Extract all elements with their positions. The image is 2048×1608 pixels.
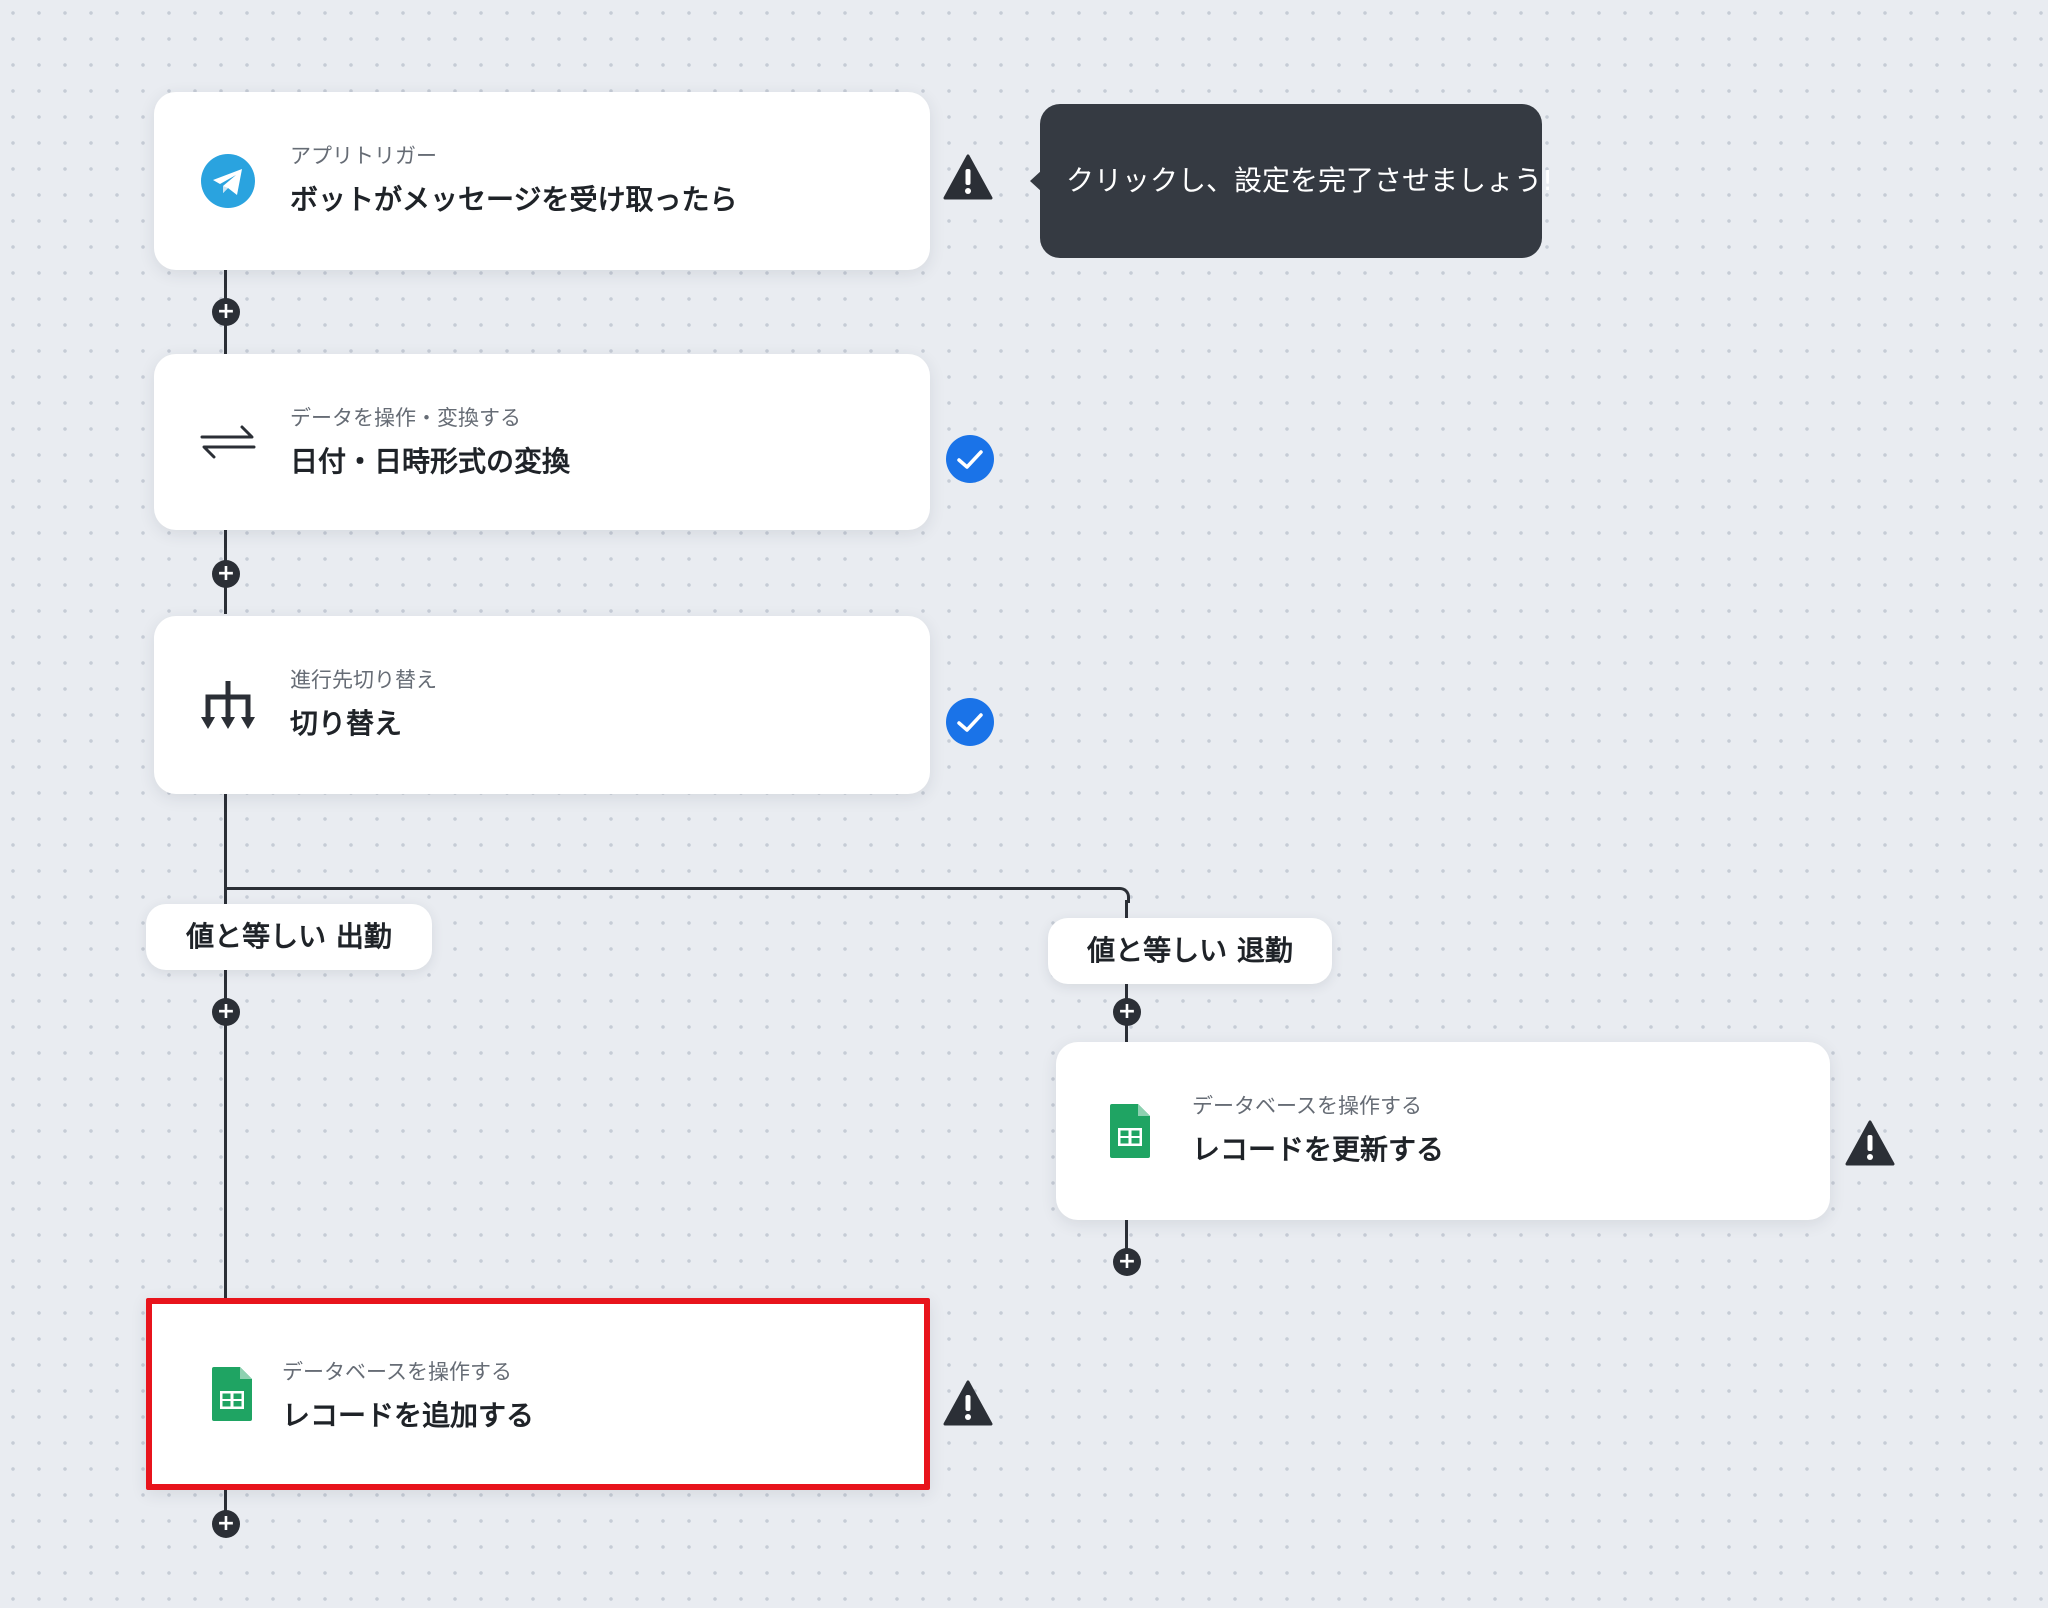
trigger-step-card[interactable]: アプリトリガー ボットがメッセージを受け取ったら bbox=[154, 92, 930, 270]
update-record-step-card[interactable]: データベースを操作する レコードを更新する bbox=[1056, 1042, 1830, 1220]
tooltip-arrow bbox=[1030, 170, 1042, 192]
connector-line bbox=[1125, 1218, 1128, 1260]
telegram-icon bbox=[198, 151, 258, 211]
switch-step-card[interactable]: 進行先切り替え 切り替え bbox=[154, 616, 930, 794]
step-category: 進行先切り替え bbox=[290, 668, 437, 692]
warning-icon[interactable] bbox=[942, 1378, 994, 1430]
step-title: レコードを追加する bbox=[282, 1399, 535, 1432]
connector-line bbox=[224, 1488, 227, 1524]
add-step-button[interactable]: + bbox=[212, 998, 240, 1026]
connector-line bbox=[224, 792, 227, 1302]
google-sheets-icon bbox=[1100, 1101, 1160, 1161]
add-step-button[interactable]: + bbox=[212, 298, 240, 326]
branch-switch-icon bbox=[198, 675, 258, 735]
step-title: 日付・日時形式の変換 bbox=[290, 445, 571, 478]
step-category: データを操作・変換する bbox=[290, 406, 521, 430]
branch-connector-line bbox=[224, 887, 1118, 890]
convert-arrows-icon bbox=[198, 412, 258, 472]
check-icon bbox=[944, 433, 996, 485]
add-step-button[interactable]: + bbox=[1113, 998, 1141, 1026]
step-title: 切り替え bbox=[290, 707, 403, 740]
step-category: アプリトリガー bbox=[290, 144, 437, 168]
step-category: データベースを操作する bbox=[282, 1360, 512, 1384]
step-category: データベースを操作する bbox=[1192, 1094, 1422, 1118]
step-title: ボットがメッセージを受け取ったら bbox=[290, 183, 738, 216]
setup-tooltip: クリックし、設定を完了させましょう! bbox=[1040, 104, 1553, 258]
add-record-step-card[interactable]: データベースを操作する レコードを追加する bbox=[146, 1298, 930, 1490]
add-step-button[interactable]: + bbox=[1113, 1248, 1141, 1276]
add-step-button[interactable]: + bbox=[212, 1510, 240, 1538]
warning-icon[interactable] bbox=[942, 152, 994, 204]
add-step-button[interactable]: + bbox=[212, 560, 240, 588]
check-icon bbox=[944, 696, 996, 748]
data-convert-step-card[interactable]: データを操作・変換する 日付・日時形式の変換 bbox=[154, 354, 930, 530]
warning-icon[interactable] bbox=[1844, 1118, 1896, 1170]
branch-connector-corner bbox=[1114, 887, 1130, 903]
branch-label-left[interactable]: 値と等しい 出勤 bbox=[146, 904, 432, 970]
branch-label-right[interactable]: 値と等しい 退勤 bbox=[1048, 918, 1332, 984]
google-sheets-icon bbox=[202, 1364, 262, 1424]
step-title: レコードを更新する bbox=[1192, 1133, 1445, 1166]
